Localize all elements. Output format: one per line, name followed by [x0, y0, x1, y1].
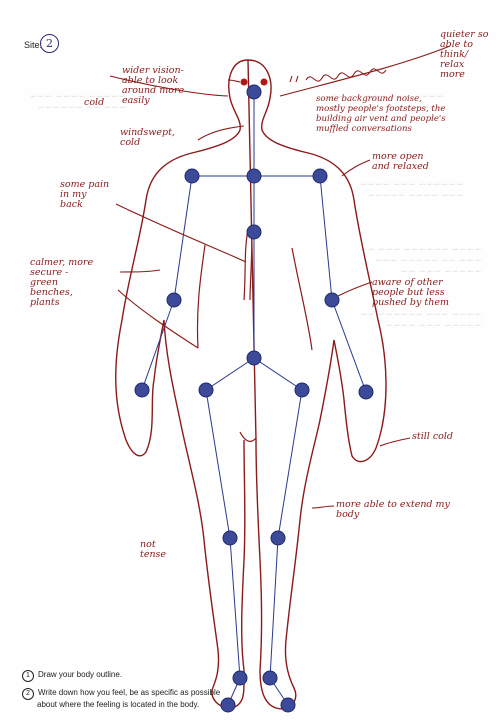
note-extend-body: more able to extend my body: [336, 500, 476, 520]
note-aware: aware of other people but less pushed by…: [372, 278, 492, 308]
right-hip-joint: [295, 383, 309, 397]
site-number: 2: [40, 34, 59, 53]
note-wider-vision: wider vision- able to look around more e…: [122, 66, 232, 106]
left-hand-joint: [135, 383, 149, 397]
note-not-tense: not tense: [140, 540, 190, 560]
left-knee-joint: [223, 531, 237, 545]
instruction-step-2: 2 Write down how you feel, be as specific…: [22, 688, 220, 710]
note-still-cold: still cold: [412, 432, 492, 442]
note-cold: cold: [84, 98, 104, 108]
right-knee-joint: [271, 531, 285, 545]
pelvis-joint: [247, 351, 261, 365]
right-ankle-joint: [263, 671, 277, 685]
back-pain-marker: [244, 230, 252, 300]
leader-aware: [338, 282, 372, 296]
leg-divide-line: [240, 432, 256, 441]
body-outline: [116, 60, 386, 709]
leader-windswept: [198, 126, 244, 140]
sound-wave: [290, 69, 386, 82]
leader-more-open: [342, 160, 370, 176]
note-windswept: windswept, cold: [120, 128, 200, 148]
step-1-number: 1: [22, 670, 34, 682]
leader-still-cold: [380, 438, 410, 446]
note-background-noise: some background noise, mostly people's f…: [316, 94, 498, 134]
step-2-number: 2: [22, 688, 34, 700]
left-foot-joint: [221, 698, 235, 712]
leader-calmer: [118, 270, 198, 348]
note-calmer: calmer, more secure - green benches, pla…: [30, 258, 126, 308]
note-more-open: more open and relaxed: [372, 152, 462, 172]
left-elbow-joint: [167, 293, 181, 307]
step-2-text-line1: Write down how you feel, be as specific …: [38, 688, 220, 697]
leader-extend-body: [312, 506, 334, 508]
neck-joint: [247, 169, 261, 183]
step-2-text-line2: about where the feeling is located in th…: [37, 700, 199, 709]
note-quieter: quieter so able to think/ relax more: [440, 30, 500, 80]
right-hand-joint: [359, 385, 373, 399]
left-ankle-joint: [233, 671, 247, 685]
left-shoulder-joint: [185, 169, 199, 183]
head-joint: [247, 85, 261, 99]
right-elbow-joint: [325, 293, 339, 307]
left-hip-joint: [199, 383, 213, 397]
inner-arm-line: [197, 245, 205, 348]
left-eye: [241, 79, 248, 86]
step-1-text: Draw your body outline.: [38, 670, 122, 679]
right-eye: [261, 79, 268, 86]
note-pain: some pain in my back: [60, 180, 130, 210]
inner-arm-line: [292, 248, 312, 350]
leader-quieter: [280, 46, 450, 96]
instruction-step-1: 1 Draw your body outline.: [22, 670, 122, 682]
chest-joint: [247, 225, 261, 239]
right-shoulder-joint: [313, 169, 327, 183]
right-foot-joint: [281, 698, 295, 712]
